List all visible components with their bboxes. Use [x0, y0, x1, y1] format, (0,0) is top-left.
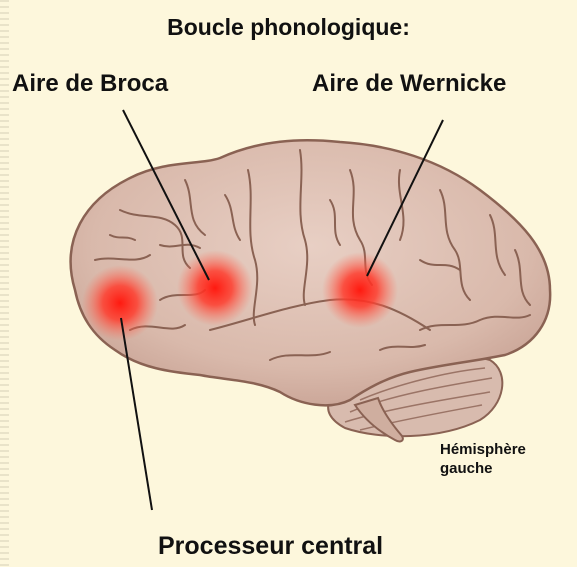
hotspot-broca: [177, 250, 253, 326]
diagram-title: Boucle phonologique:: [0, 14, 577, 41]
hemisphere-label-text: Hémisphère gauche: [440, 440, 532, 478]
wernicke-label: Aire de Wernicke: [312, 70, 506, 98]
hotspot-wernicke: [322, 252, 398, 328]
hotspot-processor: [82, 265, 158, 341]
hemisphere-label: Hémisphère gauche: [440, 440, 532, 478]
processor-label: Processeur central: [158, 532, 383, 561]
broca-label: Aire de Broca: [12, 70, 168, 98]
